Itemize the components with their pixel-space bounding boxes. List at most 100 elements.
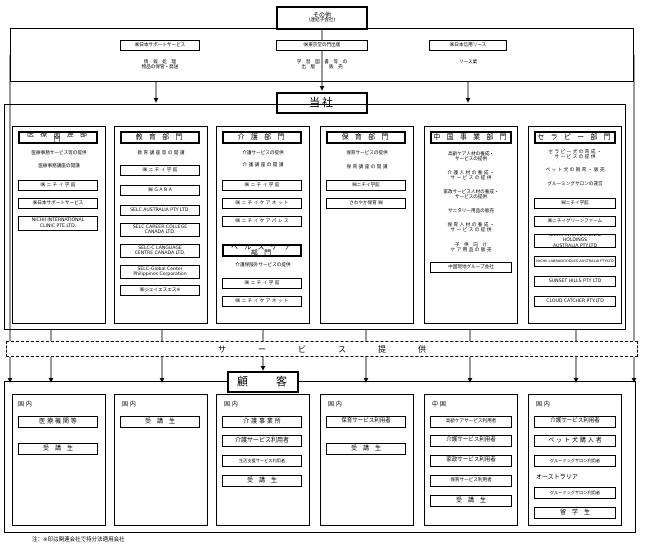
cust-6-item-1: 介護サービス利用者	[534, 416, 616, 428]
dept-therapy-company-3: NICHII INTERNATIONAL HOLDINGS AUSTRALIA …	[534, 234, 616, 248]
company-title: 当社	[276, 92, 368, 114]
dept-care-service-2: 介 護 講 座 の 開 講	[242, 163, 284, 168]
subsidiary-desc-2: 学 習 図 書 等 の 出 版 ・ 販 売	[296, 60, 348, 71]
subsidiary-desc-1: 情 報 処 理 物品の保管・発送	[141, 60, 179, 71]
service-band: サ ー ビ ス 提 供	[6, 341, 638, 357]
cust-6-item-3: グルーミングサロン利用者	[534, 455, 616, 467]
dept-medical-title: 医 療 関 連 部 門	[18, 131, 98, 144]
dept-col-therapy	[528, 126, 622, 324]
cust-2-region: 国 内	[122, 401, 136, 408]
cust-3-region: 国 内	[224, 401, 238, 408]
dept-therapy-company-5: SUNSET HILLS PTY LTD	[534, 276, 616, 287]
dept-education-company-3: SELC AUSTRALIA PTY LTD.	[120, 205, 200, 216]
dept-china-title: 中 国 事 業 部 門	[430, 131, 512, 144]
cust-4-region: 国 内	[328, 401, 342, 408]
cust-4-item-2: 受 講 生	[326, 443, 406, 455]
dept-healthcare-company-2: ㈱ ニ チ イ ケ ア ネ ッ ト	[222, 296, 302, 307]
dept-childcare-service-1: 保育サービスの提供	[346, 151, 388, 156]
dept-therapy-company-2: ㈱ニチイグリーンファーム	[534, 216, 616, 227]
cust-5-item-3: 家政サービス利用者	[430, 455, 512, 467]
cust-2-item-1: 受 講 生	[120, 416, 200, 428]
dept-col-china	[424, 126, 518, 324]
dept-china-service-4: サニタリー用品の販売	[448, 209, 494, 214]
dept-education-company-1: ㈱ ニ チ イ 学 館	[120, 165, 200, 176]
dept-col-education	[114, 126, 208, 324]
dept-col-care	[216, 126, 310, 324]
dept-healthcare-title: ヘ ル ス ケ ア 部 門	[222, 244, 302, 257]
dept-therapy-service-1: セ ラ ピ ー 犬 の 育 成 ・ サ ー ビ ス の 提 供	[548, 150, 602, 161]
cust-3-item-1: 介 護 事 業 所	[222, 416, 302, 428]
dept-medical-company-1: ㈱ ニ チ イ 学 館	[18, 180, 98, 191]
cust-5-item-2: 介護サービス利用者	[430, 435, 512, 447]
customers-title: 顧 客	[227, 371, 299, 393]
dept-china-service-1: 高齢ケア人材の養成・ サービスの提供	[448, 152, 494, 163]
subsidiaries-frame	[10, 28, 634, 82]
cust-5-item-5: 受 講 生	[430, 495, 512, 507]
dept-china-service-2: 介 護 人 材 の 養 成 ・ サ ー ビ ス の 提 供	[447, 171, 495, 182]
dept-education-company-2: ㈱ G A B A	[120, 185, 200, 196]
dept-china-service-5: 保 育 人 材 の 養 成 ・ サ ー ビ ス の 提 供	[447, 223, 495, 234]
cust-col-6	[528, 394, 622, 526]
dept-education-company-7: ㈱ジェイエスエス※	[120, 285, 200, 296]
dept-childcare-company-1: ㈱ニチイ学館	[326, 180, 406, 191]
customers-frame	[4, 381, 636, 533]
dept-therapy-company-6: CLOUD CATCHER PTY.LTD	[534, 296, 616, 307]
dept-care-company-1: ㈱ ニ チ イ 学 館	[222, 180, 302, 191]
cust-3-item-3: 生活支援サービス利用者	[222, 455, 302, 467]
cust-3-item-2: 介護サービス利用者	[222, 435, 302, 447]
cust-6-item-4: グルーミングサロン利用者	[534, 487, 616, 499]
dept-care-title: 介 護 部 門	[222, 131, 302, 144]
dept-therapy-company-1: ㈱ニチイ学館	[534, 198, 616, 209]
cust-6-item-5: 留 学 生	[534, 507, 616, 519]
dept-care-company-2: ㈱ ニ チ イ ケ ア ネ ッ ト	[222, 198, 302, 209]
dept-medical-company-2: ㈱日本サポートサービス	[18, 198, 98, 209]
cust-col-1	[12, 394, 106, 526]
subsidiary-box-1: ㈱日本サポートサービス	[120, 40, 200, 51]
other-title: その他	[312, 11, 331, 19]
dept-therapy-service-3: グルーミングサロンの運営	[547, 182, 603, 187]
cust-4-item-1: 保育サービス利用者	[326, 416, 406, 428]
cust-col-3	[216, 394, 310, 526]
cust-5-item-4: 保育サービス利用者	[430, 475, 512, 487]
cust-col-2	[114, 394, 208, 526]
cust-1-region: 国 内	[18, 401, 32, 408]
dept-childcare-company-2: さわやか保育 ㈱	[326, 198, 406, 209]
dept-col-medical	[12, 126, 106, 324]
cust-5-region: 中 国	[432, 401, 446, 408]
subsidiary-box-3: ㈱日本信用リース	[429, 40, 507, 51]
dept-healthcare-company-1: ㈱ ニ チ イ 学 館	[222, 278, 302, 289]
cust-5-item-1: 高齢ケアサービス利用者	[430, 416, 512, 428]
subsidiary-box-2: ㈱東京堂の門出版	[276, 40, 368, 51]
dept-therapy-service-2: ペ ッ ト 犬 の 飼 育 ・ 販 売	[545, 168, 605, 173]
subsidiary-desc-3: リース業	[458, 60, 478, 65]
dept-medical-service-1: 医療事務サービス等の提供	[31, 151, 87, 156]
cust-1-item-1: 医 療 機 関 等	[18, 416, 98, 428]
footnote: 注：※印は関連会社で持分法適用会社	[32, 537, 125, 543]
cust-6-region: 国 内	[536, 401, 550, 408]
dept-col-childcare	[320, 126, 414, 324]
cust-col-4	[320, 394, 414, 526]
dept-healthcare-service-1: 介護保険外サービスの提供	[235, 263, 291, 268]
cust-3-item-4: 受 講 生	[222, 475, 302, 487]
company-frame	[4, 104, 626, 330]
dept-childcare-title: 保 育 部 門	[326, 131, 406, 144]
dept-china-service-6: 子 供 向 け ケ ア 用 品 の 販 売	[450, 243, 492, 254]
dept-china-company-1: 中国現地グループ会社	[430, 262, 512, 273]
dept-care-service-1: 介護サービスの提供	[242, 151, 284, 156]
dept-therapy-title: セ ラ ピ ー 部 門	[534, 131, 616, 144]
dept-care-company-3: ㈱ ニ チ イ ケ ア パ レ ス	[222, 216, 302, 227]
other-subtitle: (連結子会社)	[308, 18, 336, 23]
dept-education-company-6: SELC-Global Center Philippines Corporati…	[120, 265, 200, 279]
dept-china-service-3: 家政サービス人材の養成・ サービスの提供	[443, 190, 499, 201]
dept-education-service-1: 教 育 講 座 等 の 開 講	[137, 151, 185, 156]
cust-1-item-2: 受 講 生	[18, 443, 98, 455]
dept-education-company-5: SELC-C LANGUAGE CENTRE CANADA LTD.	[120, 244, 200, 258]
dept-medical-service-2: 医療事務講座の開講	[38, 164, 80, 169]
dept-education-title: 教 育 部 門	[120, 131, 200, 144]
cust-6-item-2: ペ ッ ト 犬 購 入 者	[534, 435, 616, 447]
dept-therapy-company-4: NICHII LABRADOODLES AUSTRALIA PTY.LTD	[534, 256, 616, 267]
dept-childcare-service-2: 保 育 講 座 の 開 講	[346, 165, 388, 170]
dept-education-company-4: SELC CAREER COLLEGE CANADA LTD.	[120, 223, 200, 237]
cust-6-region-2: オーストラリア	[536, 474, 578, 481]
other-title-box: その他 (連結子会社)	[276, 6, 368, 30]
